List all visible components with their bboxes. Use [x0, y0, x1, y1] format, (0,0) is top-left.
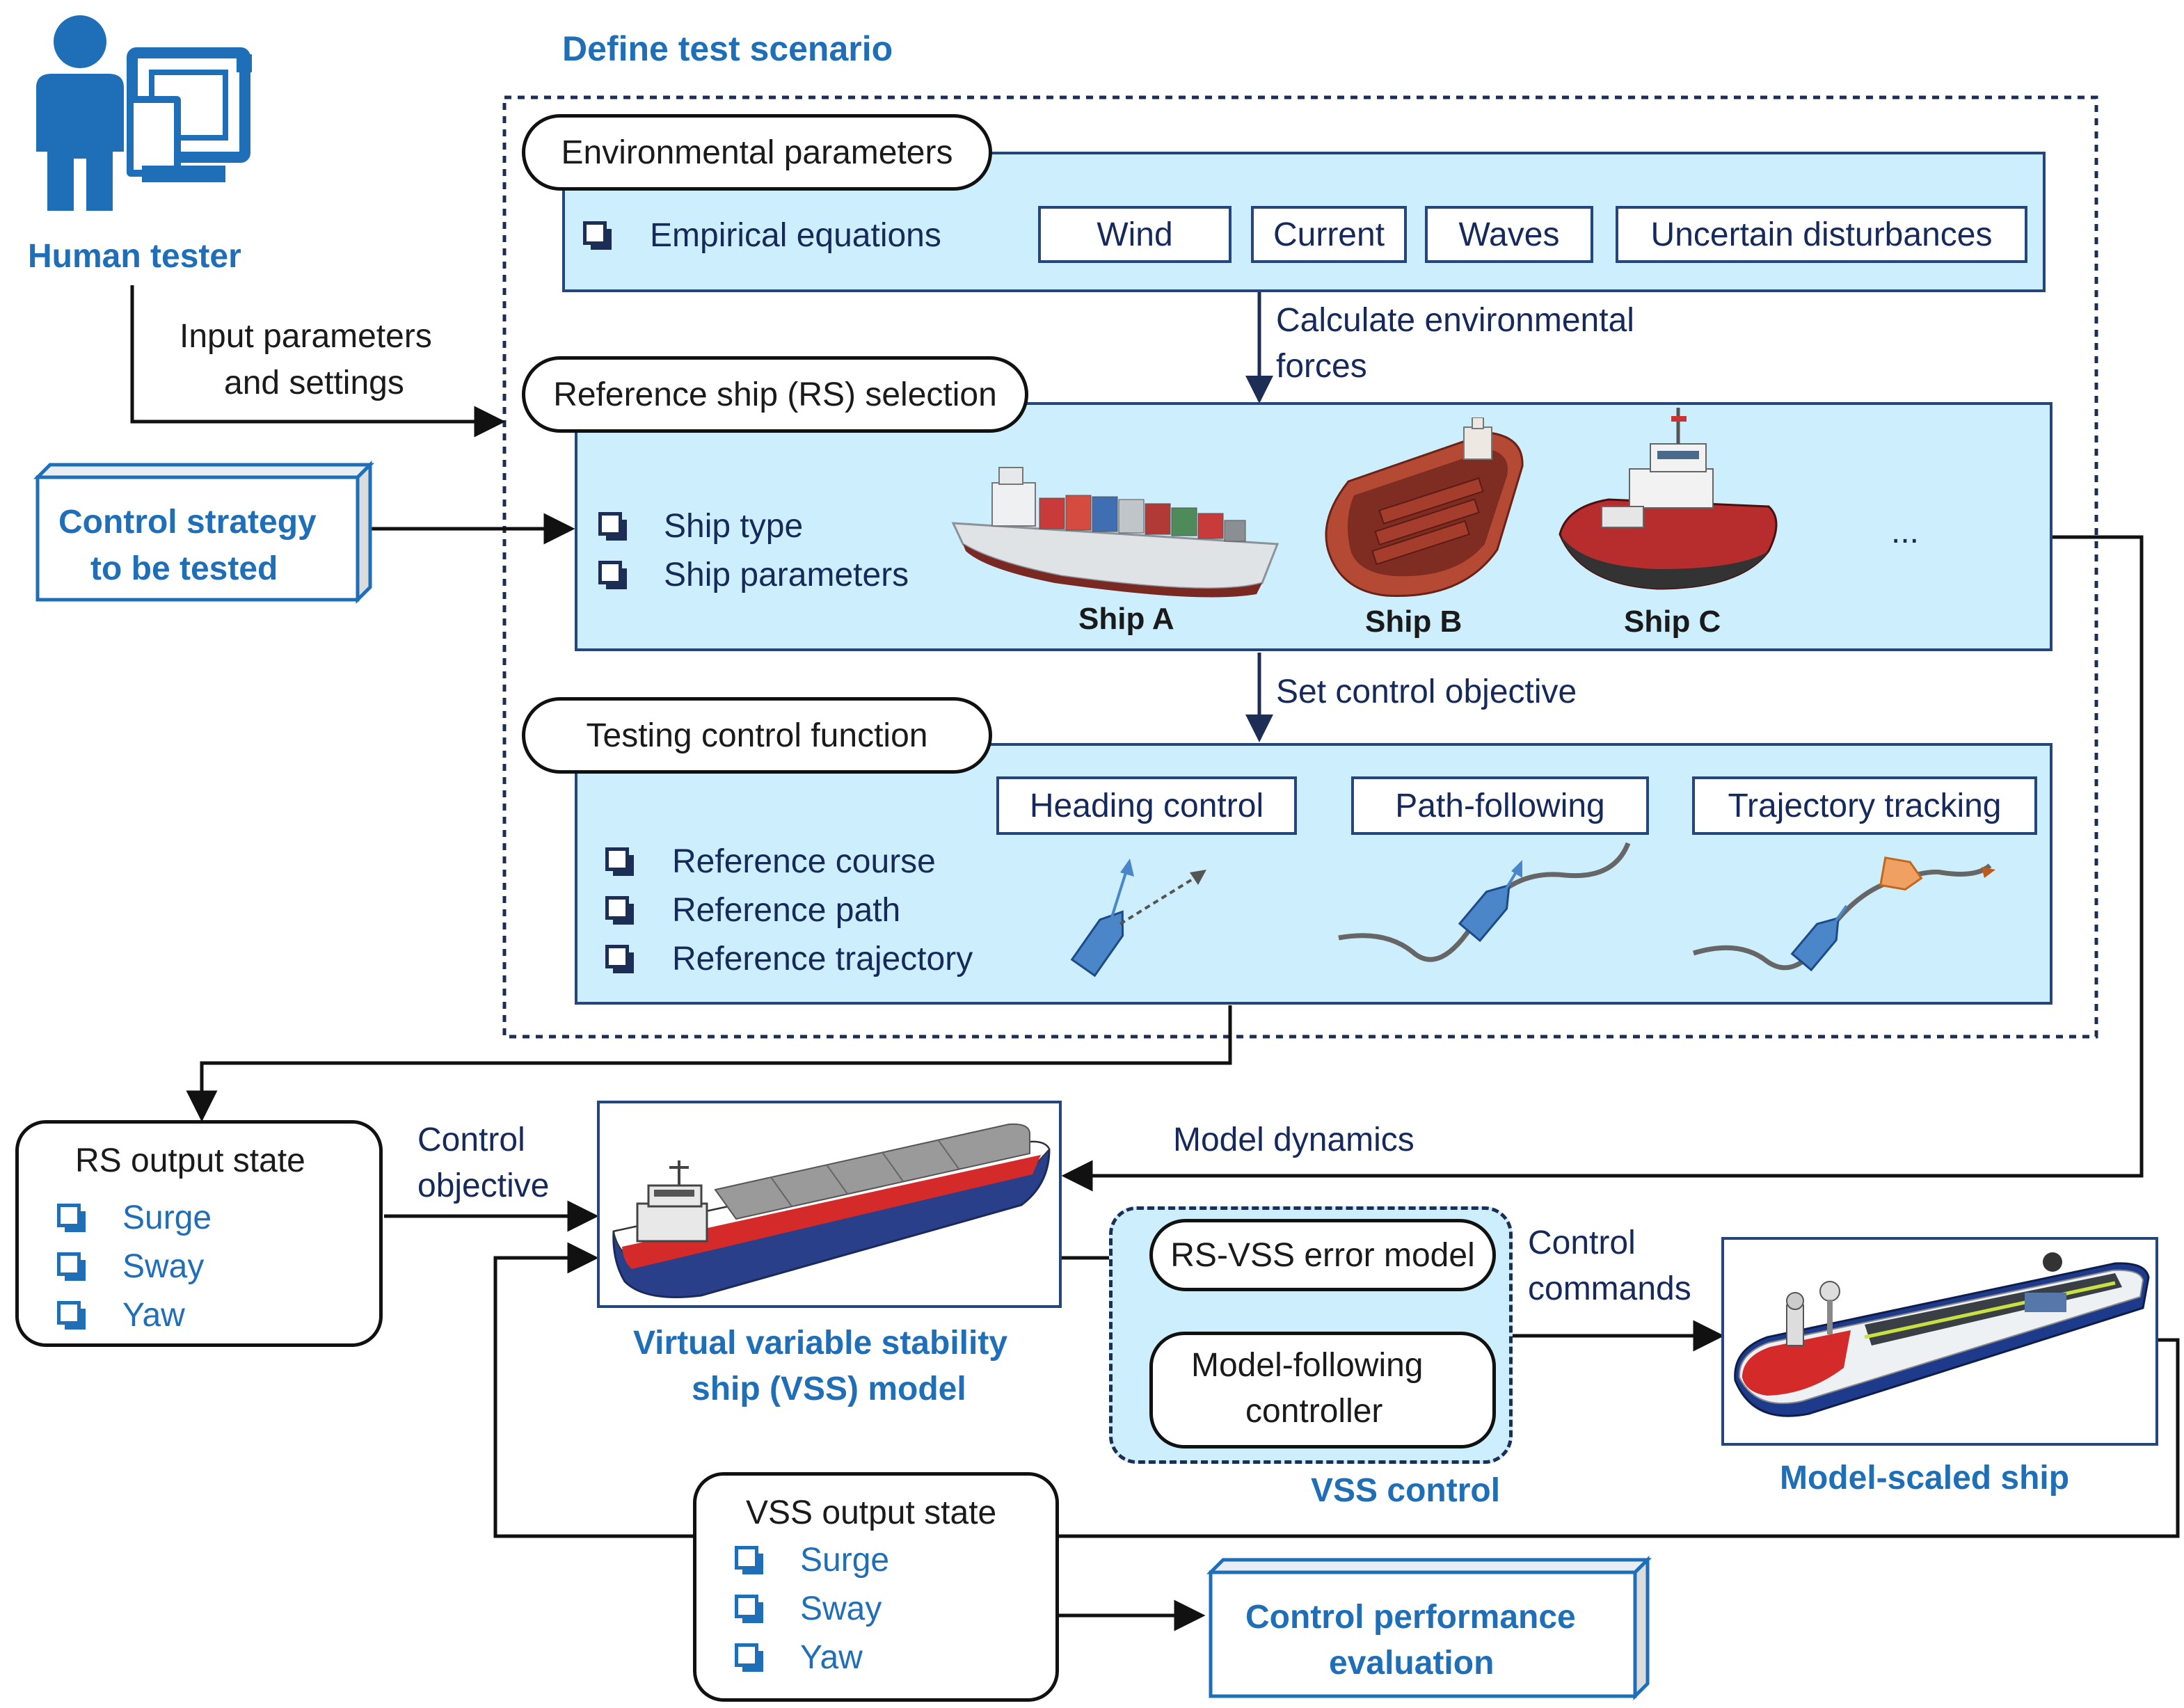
- evaluation-box: [1206, 1556, 1652, 1701]
- checkbox-icon[interactable]: [605, 896, 634, 925]
- rs-output-title: RS output state: [75, 1142, 305, 1179]
- checkbox-icon[interactable]: [735, 1643, 763, 1672]
- evaluation-line2: evaluation: [1329, 1645, 1494, 1682]
- human-tester-label: Human tester: [28, 238, 241, 275]
- input-params-label-1: Input parameters: [180, 318, 432, 355]
- vss-ship-image: [612, 1123, 1051, 1298]
- ship-parameters-label: Ship parameters: [664, 557, 909, 593]
- control-objective-label-2: objective: [417, 1167, 550, 1204]
- model-scaled-caption: Model-scaled ship: [1780, 1460, 2070, 1497]
- ship-b-image: [1325, 417, 1524, 597]
- control-commands-label-1: Control: [1528, 1224, 1636, 1261]
- checkbox-icon[interactable]: [735, 1595, 763, 1623]
- control-strategy-box: [33, 461, 374, 605]
- vss-yaw-label: Yaw: [800, 1639, 863, 1676]
- rs-sway-label: Sway: [122, 1248, 205, 1285]
- rs-yaw-label: Yaw: [122, 1297, 185, 1334]
- input-params-label-2: and settings: [224, 365, 404, 401]
- rs-output-arrow: [186, 1005, 1232, 1122]
- checkbox-icon[interactable]: [57, 1204, 86, 1232]
- waves-box: Waves: [1425, 206, 1593, 263]
- evaluation-line1: Control performance: [1245, 1599, 1576, 1636]
- ship-type-label: Ship type: [664, 508, 804, 545]
- tester-arrow: [130, 285, 506, 438]
- empirical-equations-label: Empirical equations: [650, 217, 941, 254]
- control-commands-label-2: commands: [1528, 1270, 1691, 1307]
- ship-a-image: [951, 467, 1280, 598]
- checkbox-icon[interactable]: [605, 847, 634, 876]
- scenario-title: Define test scenario: [562, 29, 893, 68]
- vss-control-caption: VSS control: [1311, 1472, 1501, 1509]
- checkbox-icon[interactable]: [57, 1301, 86, 1330]
- set-objective-label: Set control objective: [1276, 673, 1577, 710]
- ship-b-label: Ship B: [1365, 605, 1462, 639]
- trajectory-tracking-illustration: [1692, 856, 1995, 972]
- checkbox-icon[interactable]: [735, 1546, 763, 1574]
- checkbox-icon[interactable]: [605, 945, 634, 973]
- rs-output-box: [15, 1120, 383, 1347]
- vss-surge-label: Surge: [800, 1542, 890, 1579]
- trajectory-tracking-box: Trajectory tracking: [1692, 776, 2037, 835]
- path-following-illustration: [1338, 842, 1631, 962]
- checkbox-icon[interactable]: [57, 1252, 86, 1281]
- reference-ship-panel: [575, 402, 2053, 651]
- checkbox-icon[interactable]: [583, 221, 612, 250]
- model-dynamics-label: Model dynamics: [1173, 1122, 1414, 1158]
- error-model-box: RS-VSS error model: [1149, 1219, 1496, 1291]
- heading-control-illustration: [1070, 859, 1206, 977]
- current-box: Current: [1251, 206, 1407, 263]
- vss-model-caption-1: Virtual variable stability: [633, 1325, 1008, 1362]
- control-strategy-line1: Control strategy: [58, 504, 317, 541]
- model-scaled-ship-image: [1734, 1252, 2150, 1417]
- calc-env-label-1: Calculate environmental: [1276, 302, 1634, 339]
- calc-env-label-2: forces: [1276, 348, 1367, 385]
- reference-ship-header: Reference ship (RS) selection: [522, 356, 1028, 433]
- ship-a-label: Ship A: [1078, 602, 1174, 636]
- vss-sway-label: Sway: [800, 1590, 882, 1627]
- wind-box: Wind: [1038, 206, 1232, 263]
- control-objective-label-1: Control: [417, 1122, 525, 1158]
- reference-path-label: Reference path: [672, 892, 901, 929]
- path-following-box: Path-following: [1351, 776, 1649, 835]
- controller-label-2: controller: [1245, 1393, 1383, 1430]
- control-strategy-line2: to be tested: [90, 550, 278, 587]
- ship-c-label: Ship C: [1624, 605, 1721, 639]
- heading-control-box: Heading control: [996, 776, 1297, 835]
- checkbox-icon[interactable]: [598, 512, 627, 541]
- vss-output-title: VSS output state: [746, 1494, 997, 1531]
- vss-model-caption-2: ship (VSS) model: [692, 1371, 966, 1407]
- ship-c-image: [1559, 408, 1778, 590]
- checkbox-icon[interactable]: [598, 561, 627, 589]
- model-dynamics-arrow: [1061, 535, 2144, 1192]
- environment-header: Environmental parameters: [522, 114, 992, 191]
- more-ships-ellipsis: ...: [1891, 513, 1920, 550]
- feedback-arrow: [493, 1242, 2180, 1538]
- scenario-frame: [502, 95, 2098, 1039]
- human-tester-icon: [36, 15, 252, 211]
- controller-label-1: Model-following: [1191, 1347, 1424, 1384]
- rs-surge-label: Surge: [122, 1199, 212, 1236]
- controller-box: [1149, 1332, 1496, 1448]
- control-function-header: Testing control function: [522, 697, 992, 774]
- reference-trajectory-label: Reference trajectory: [672, 941, 973, 977]
- uncertain-disturbances-box: Uncertain disturbances: [1616, 206, 2027, 263]
- reference-course-label: Reference course: [672, 843, 936, 880]
